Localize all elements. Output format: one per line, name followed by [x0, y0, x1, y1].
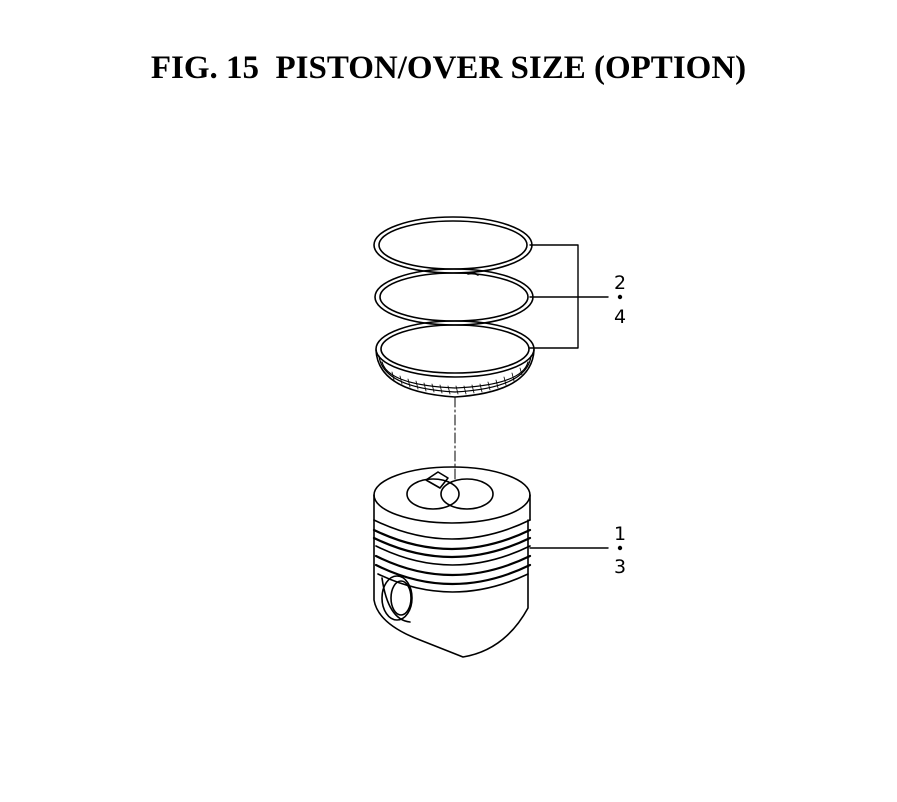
oil-ring-hatch — [391, 367, 523, 395]
ring-middle — [374, 268, 534, 326]
ring-callout-bracket — [529, 244, 609, 349]
callout-ring-top-number: 2 — [614, 272, 626, 294]
ring-top — [373, 216, 533, 274]
wrist-pin-hole-inner — [390, 580, 412, 616]
callout-ring-bottom-number: 4 — [614, 306, 626, 328]
wrist-pin-hole-outer — [381, 575, 413, 621]
callout-piston-bottom-number: 3 — [614, 556, 626, 578]
callout-piston-top-number: 1 — [614, 523, 626, 545]
piston-bowl-left — [406, 478, 460, 510]
ring-oil-control — [375, 320, 535, 398]
piston-callout-labels: 1 3 — [614, 523, 626, 578]
callout-ring-dot — [617, 294, 623, 300]
piston — [372, 466, 532, 658]
piston-bowl-right — [440, 478, 494, 510]
callout-piston-dot — [617, 545, 623, 551]
ring-callout-labels: 2 4 — [614, 272, 626, 328]
figure-title: FIG. 15 PISTON/OVER SIZE (OPTION) — [150, 50, 747, 86]
